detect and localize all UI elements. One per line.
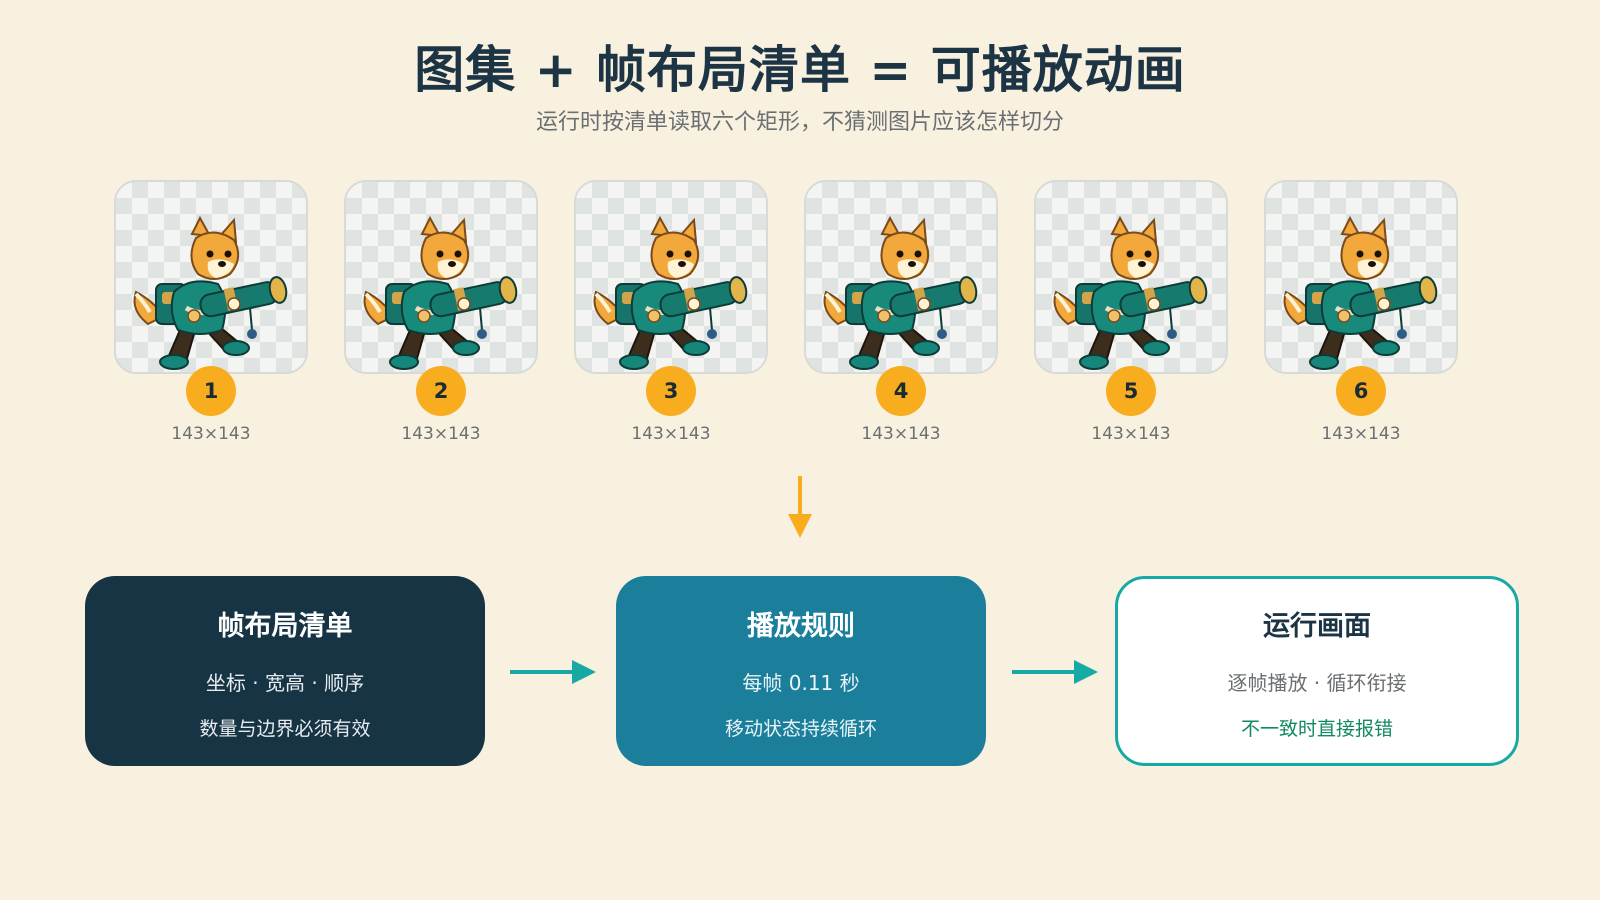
frame-number-badge: 1: [186, 366, 236, 416]
corgi-sprite-icon: [1280, 212, 1440, 372]
frame-size-label: 143×143: [1321, 424, 1401, 444]
playback-frame-duration: 每帧 0.11 秒: [742, 671, 860, 695]
sprite-frame-3: [574, 180, 768, 374]
frame-size-label: 143×143: [401, 424, 481, 444]
frame-size-label: 143×143: [171, 424, 251, 444]
frame-number-badge: 4: [876, 366, 926, 416]
arrow-down-icon: [788, 476, 812, 538]
frame-number-badge: 3: [646, 366, 696, 416]
sprite-frame-2: [344, 180, 538, 374]
frame-number-badge: 5: [1106, 366, 1156, 416]
corgi-sprite-icon: [820, 212, 980, 372]
runtime-behavior: 逐帧播放 · 循环衔接: [1227, 671, 1407, 695]
playback-loop-rule: 移动状态持续循环: [724, 718, 877, 740]
playback-box: 播放规则 每帧 0.11 秒 移动状态持续循环: [616, 576, 986, 766]
corgi-sprite-icon: [1050, 212, 1210, 372]
frame-number-badge: 2: [416, 366, 466, 416]
manifest-title: 帧布局清单: [217, 611, 353, 642]
frame-size-label: 143×143: [1091, 424, 1171, 444]
frame-size-label: 143×143: [861, 424, 941, 444]
page-title: 图集 + 帧布局清单 = 可播放动画: [414, 41, 1186, 99]
manifest-fields: 坐标 · 宽高 · 顺序: [205, 671, 365, 695]
corgi-sprite-icon: [590, 212, 750, 372]
runtime-box: 运行画面 逐帧播放 · 循环衔接 不一致时直接报错: [1115, 576, 1519, 766]
runtime-error-rule: 不一致时直接报错: [1240, 718, 1393, 740]
corgi-sprite-icon: [130, 212, 290, 372]
frame-size-label: 143×143: [631, 424, 711, 444]
arrow-right-icon: [1012, 660, 1098, 684]
page-subtitle: 运行时按清单读取六个矩形，不猜测图片应该怎样切分: [535, 110, 1064, 135]
arrow-right-icon: [510, 660, 596, 684]
sprite-frame-4: [804, 180, 998, 374]
runtime-title: 运行画面: [1263, 611, 1371, 642]
frame-number-badge: 6: [1336, 366, 1386, 416]
playback-title: 播放规则: [747, 611, 855, 642]
sprite-frame-1: [114, 180, 308, 374]
manifest-box: 帧布局清单 坐标 · 宽高 · 顺序 数量与边界必须有效: [85, 576, 485, 766]
sprite-frame-5: [1034, 180, 1228, 374]
manifest-rule: 数量与边界必须有效: [199, 718, 371, 740]
corgi-sprite-icon: [360, 212, 520, 372]
sprite-frame-6: [1264, 180, 1458, 374]
